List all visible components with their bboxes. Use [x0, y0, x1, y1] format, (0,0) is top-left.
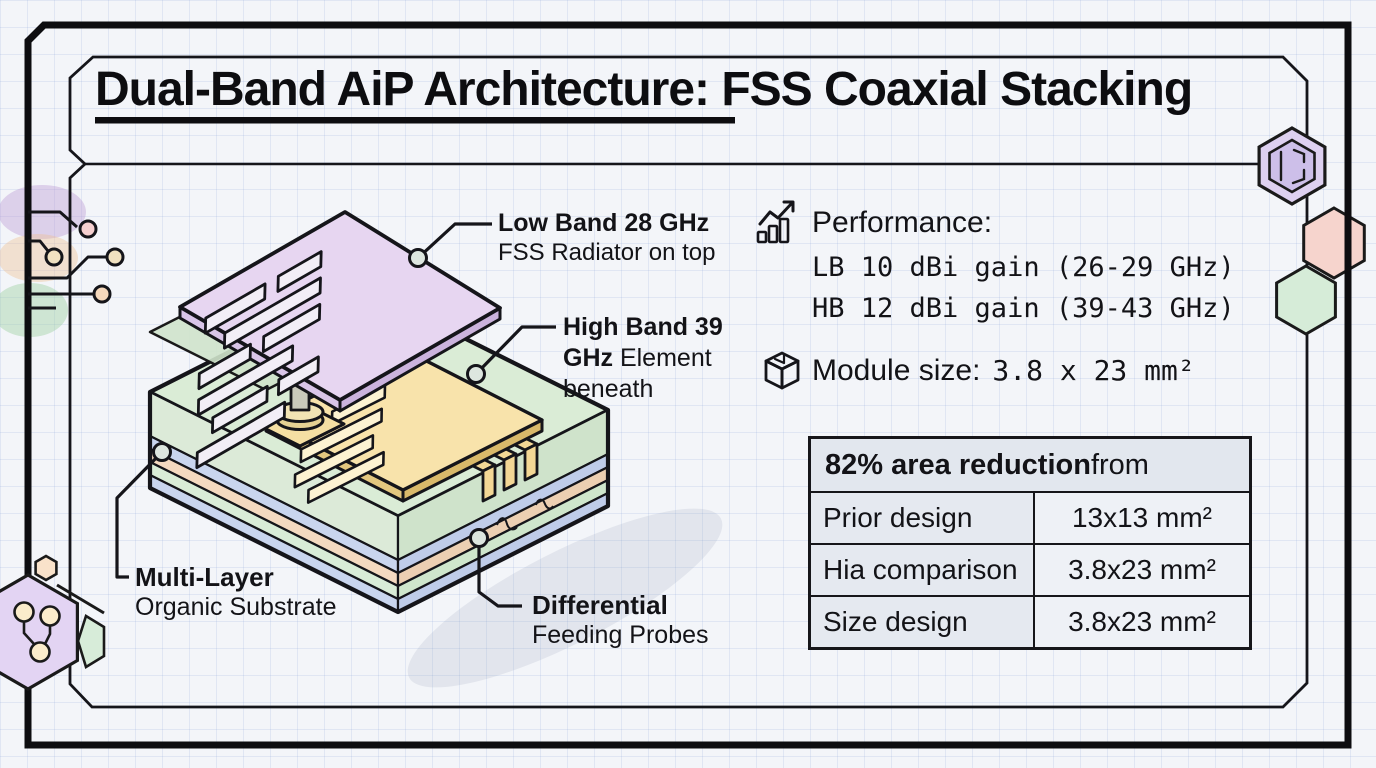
table-row: Prior design 13x13 mm² — [811, 491, 1249, 543]
drop-shadow — [407, 508, 723, 688]
package-cube-icon — [764, 351, 800, 390]
performance-high-band: HB 12 dBi gain (39-43 GHz) — [812, 293, 1235, 324]
decorative-line — [56, 583, 105, 615]
row-value: 13x13 mm² — [1033, 493, 1249, 543]
row-value: 3.8x23 mm² — [1033, 597, 1249, 647]
git-branch-icon — [13, 601, 61, 663]
table-row: Hia comparison 3.8x23 mm² — [811, 543, 1249, 595]
row-label: Prior design — [811, 493, 1033, 543]
performance-heading: Performance: — [812, 206, 993, 239]
area-reduction-table: 82% area reduction from Prior design 13x… — [808, 436, 1252, 650]
watercolor-blobs — [0, 185, 86, 337]
label-probes: Differential Feeding Probes — [532, 590, 709, 649]
row-value: 3.8x23 mm² — [1033, 545, 1249, 595]
table-header: 82% area reduction from — [811, 439, 1249, 491]
module-size-line: Module size: 3.8 x 23 mm² — [812, 354, 1195, 388]
table-row: Size design 3.8x23 mm² — [811, 595, 1249, 647]
isometric-antenna-diagram — [147, 210, 723, 688]
page-title: Dual-Band AiP Architecture: FSS Coaxial … — [95, 63, 1193, 116]
inner-frame — [68, 55, 1309, 709]
circuit-trace-decoration — [28, 210, 125, 310]
half-hexagon — [76, 614, 106, 669]
hexagon-decoration-bottom-left — [0, 554, 106, 691]
chip-hexagon-icon — [1279, 148, 1306, 185]
callout-line-substrate — [115, 450, 164, 579]
label-high-band: High Band 39 GHz Element beneath — [563, 313, 723, 403]
trending-up-bar-chart-icon — [756, 200, 795, 244]
module-size-value: 3.8 x 23 mm² — [992, 354, 1195, 387]
outer-border — [24, 21, 1352, 749]
performance-low-band: LB 10 dBi gain (26-29 GHz) — [812, 252, 1235, 283]
high-band-element-plate — [264, 348, 544, 504]
row-label: Size design — [811, 597, 1033, 647]
callout-line-probes — [477, 538, 522, 608]
callout-lines — [115, 222, 556, 608]
module-size-label: Module size: — [812, 354, 981, 387]
row-label: Hia comparison — [811, 545, 1033, 595]
callout-line-high-band — [474, 325, 556, 376]
title-underline — [95, 117, 735, 124]
label-low-band: Low Band 28 GHz FSS Radiator on top — [498, 209, 716, 266]
label-substrate: Multi-Layer Organic Substrate — [135, 562, 337, 621]
callout-line-low-band — [416, 222, 492, 260]
